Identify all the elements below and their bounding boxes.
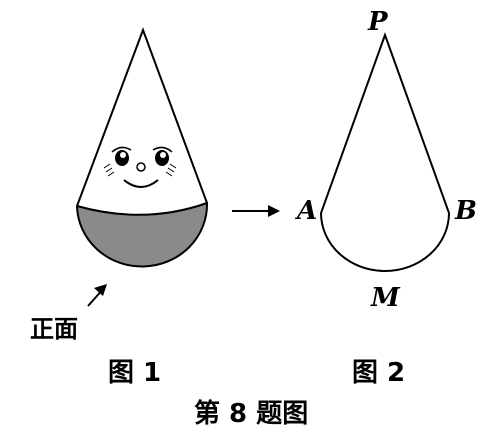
point-M-label: M xyxy=(370,283,401,313)
figure-2-label: 图 2 xyxy=(352,358,405,388)
shape-outline xyxy=(319,32,451,272)
figure-1-cone: 正面 xyxy=(30,27,209,343)
point-B-label: B xyxy=(454,196,477,226)
point-P-label: P xyxy=(367,7,389,37)
point-A-label: A xyxy=(294,196,317,226)
front-shaded-region xyxy=(77,203,208,267)
cone-outline xyxy=(75,27,209,268)
figure-1-label: 图 1 xyxy=(108,358,161,388)
front-pointer-arrow xyxy=(87,284,107,307)
figure-2-shape: P A B M xyxy=(294,7,477,313)
smiley-face xyxy=(103,146,177,188)
problem-caption: 第 8 题图 xyxy=(194,398,308,429)
front-boundary-curve xyxy=(76,202,208,216)
transform-arrow xyxy=(232,205,280,217)
front-label: 正面 xyxy=(30,315,78,343)
